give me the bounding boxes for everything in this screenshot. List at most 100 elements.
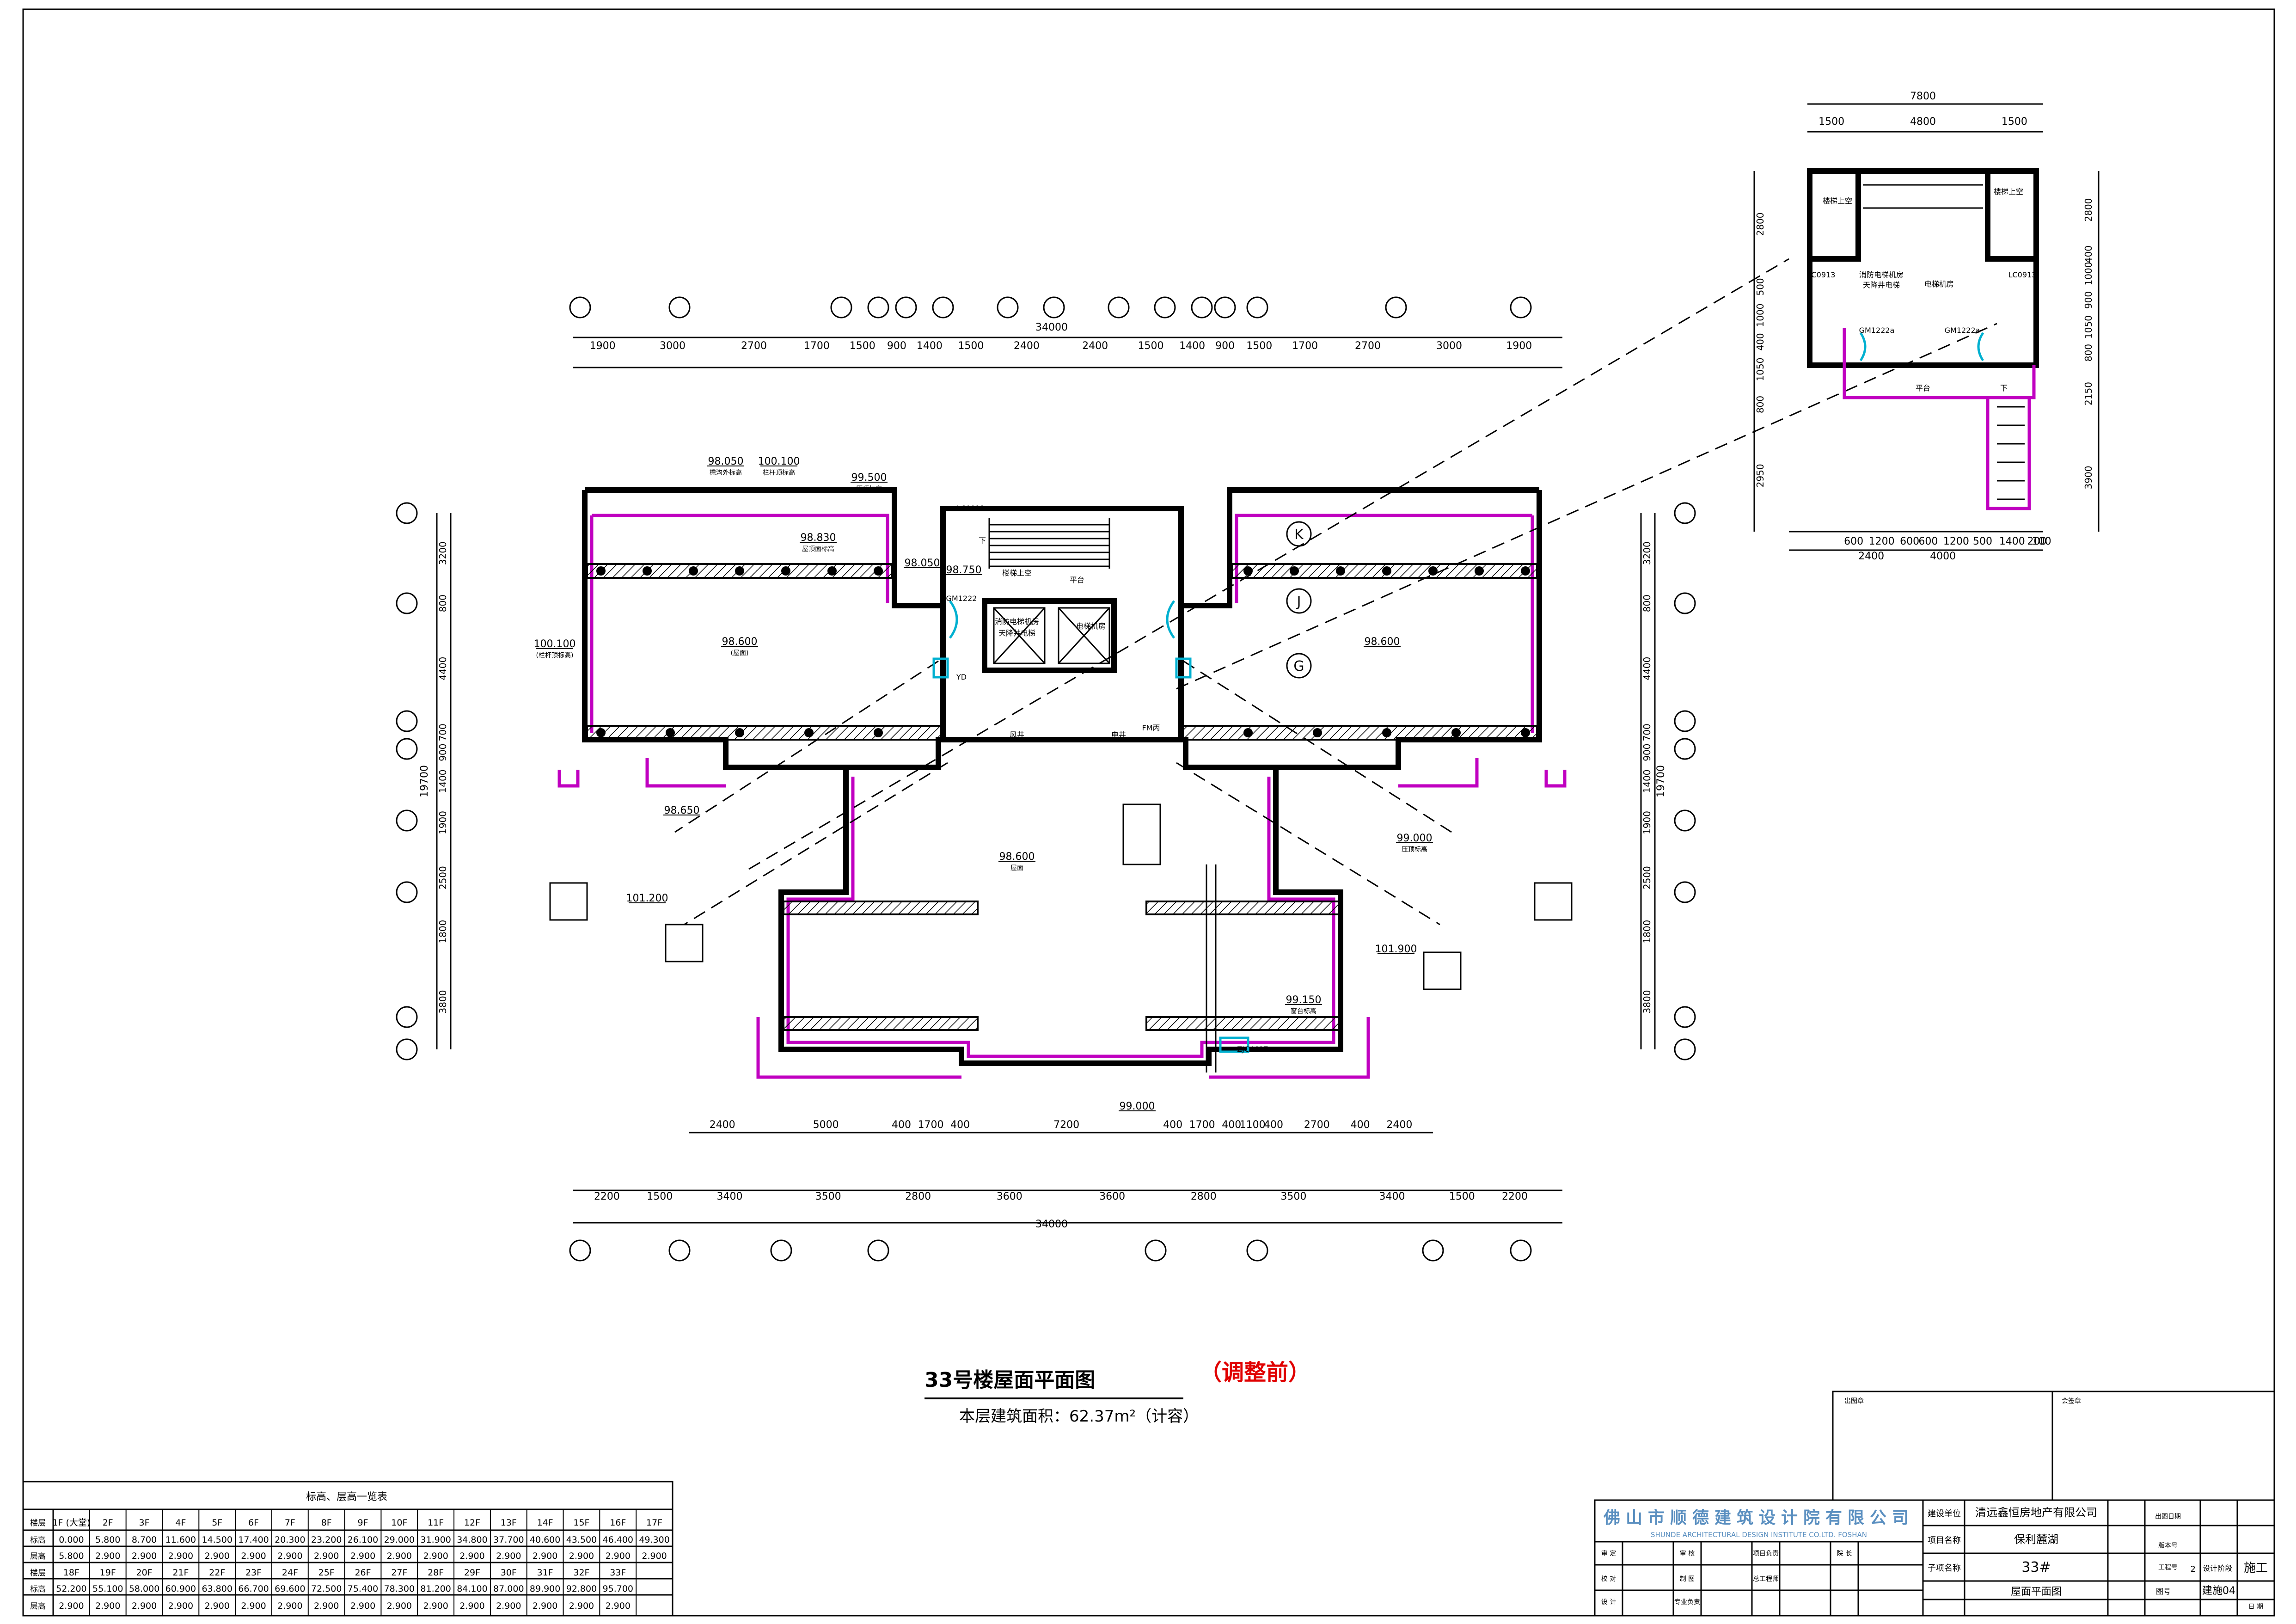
inset-right-dim-4: 1050 [2083,315,2094,339]
bottom-dim-a-0: 2400 [710,1119,735,1131]
elevation-1: 100.100 [758,456,800,467]
level-cell-3-5: 23F [245,1568,262,1578]
version-value: 2 [2191,1564,2196,1574]
inset-left-dim-6: 2950 [1755,464,1766,487]
grid-letter-J: J [1296,594,1301,610]
level-cell-0-4: 5F [212,1518,222,1528]
level-cell-2-8: 2.900 [350,1551,375,1561]
level-cell-0-8: 9F [357,1518,368,1528]
beam-3 [586,725,944,741]
level-cell-0-12: 13F [501,1518,517,1528]
room-label-5: FM丙 [1142,723,1160,732]
top-dim-13: 1500 [1246,340,1272,352]
inset-label-0: 楼梯上空 [1823,196,1852,205]
title-block-label-11: 出图日期 [2155,1513,2181,1520]
axis-bubble [1191,296,1213,319]
level-cell-3-0: 18F [63,1568,80,1578]
level-cell-1-0: 0.000 [59,1535,84,1545]
left-parapet [592,514,889,603]
left-dim-4: 900 [437,744,448,761]
level-cell-4-5: 66.700 [238,1584,269,1594]
parapet-right-ext [1544,770,1567,788]
level-cell-5-9: 2.900 [387,1601,412,1611]
axis-bubble [1108,296,1130,319]
room-labels: 消防电梯机房天降井电梯电梯机房风井电井FM丙YDLC0913GM1222ZJC4… [946,504,1268,1054]
bottom-dim-a-10: 400 [1264,1119,1283,1131]
level-cell-1-15: 46.400 [603,1535,633,1545]
axis-bubble [668,1239,691,1262]
level-cell-3-9: 27F [391,1568,407,1578]
inset-right-dim-3: 900 [2083,291,2094,309]
axis-bubble [569,296,591,319]
level-cell-1-6: 20.300 [275,1535,305,1545]
sheet-name: 屋面平面图 [2011,1586,2062,1598]
pier-r2 [1423,951,1462,990]
grid-bubble-K [1286,521,1312,547]
door-left [949,600,958,639]
stair-core [940,506,1184,742]
inset-bottom-dim-a-6: 1400 [1999,536,2025,547]
elevation-note-3: 屋顶面标高 [802,545,834,553]
inset-bottom-dim-a-3: 600 [1918,536,1938,547]
axis-bubble [1510,1239,1532,1262]
level-cell-1-8: 26.100 [348,1535,378,1545]
level-cell-4-9: 78.300 [384,1584,415,1594]
level-cell-2-12: 2.900 [496,1551,521,1561]
axis-bubble [830,296,852,319]
level-cell-2-1: 2.900 [95,1551,120,1561]
level-cell-1-4: 14.500 [202,1535,232,1545]
title-block-label-9: 工程号 [2158,1564,2178,1571]
elevation-14: 101.900 [1375,944,1417,955]
inset-left-dim-2: 1000 [1755,304,1766,327]
seal-label-1: 出图章 [1844,1397,1864,1405]
bottom-dim-b-7: 2800 [1191,1191,1217,1202]
level-cell-4-7: 72.500 [311,1584,342,1594]
title-block-frame [1594,1391,2275,1617]
seal-label-2: 会签章 [2062,1397,2081,1405]
level-cell-0-10: 11F [428,1518,444,1528]
level-cell-4-12: 87.000 [493,1584,524,1594]
level-cell-2-5: 2.900 [241,1551,266,1561]
right-dim-8: 1800 [1641,920,1653,944]
level-cell-1-13: 40.600 [530,1535,560,1545]
level-cell-4-11: 84.100 [457,1584,487,1594]
level-cell-5-15: 2.900 [606,1601,631,1611]
beam-5 [783,901,979,915]
inset-bottom-dim-a-8: 100 [2032,536,2051,547]
level-cell-2-13: 2.900 [533,1551,557,1561]
inset-bottom-dim-a-0: 600 [1844,536,1863,547]
elevation-15: 99.000 [1120,1101,1155,1112]
inset-bottom-dim-a-7: 200 [2027,536,2047,547]
level-cell-4-10: 81.200 [420,1584,451,1594]
level-row-label-1: 标高 [30,1536,46,1545]
right-dim-9: 3800 [1641,990,1653,1014]
axis-bubble-side [1674,881,1696,903]
bottom-dim-b-8: 3500 [1280,1191,1306,1202]
bottom-dim-b-0: 2200 [594,1191,620,1202]
level-cell-0-6: 7F [285,1518,295,1528]
left-dim-0: 3200 [437,541,448,565]
elevation-9: 99.000 [1397,833,1433,844]
level-cell-3-6: 24F [282,1568,298,1578]
inset-right-dim-7: 3900 [2083,466,2094,490]
inset-right-dim-6: 2150 [2083,382,2094,405]
bottom-dim-a-3: 1700 [918,1119,944,1131]
level-cell-5-3: 2.900 [168,1601,193,1611]
inset-total: 7800 [1910,91,1936,102]
level-cell-3-2: 20F [136,1568,153,1578]
top-dim-12: 900 [1215,340,1235,352]
left-dim-7: 2500 [437,866,448,889]
pier-l1 [549,882,588,921]
stage-label: 设计阶段 [2203,1564,2232,1573]
level-cell-0-15: 16F [610,1518,626,1528]
level-cell-0-9: 10F [391,1518,407,1528]
level-cell-5-6: 2.900 [277,1601,302,1611]
bottom-dim-a-8: 400 [1222,1119,1241,1131]
bottom-dim-b-3: 3500 [815,1191,841,1202]
inset-top-dim-1: 4800 [1910,116,1936,128]
level-cell-4-3: 60.900 [165,1584,196,1594]
